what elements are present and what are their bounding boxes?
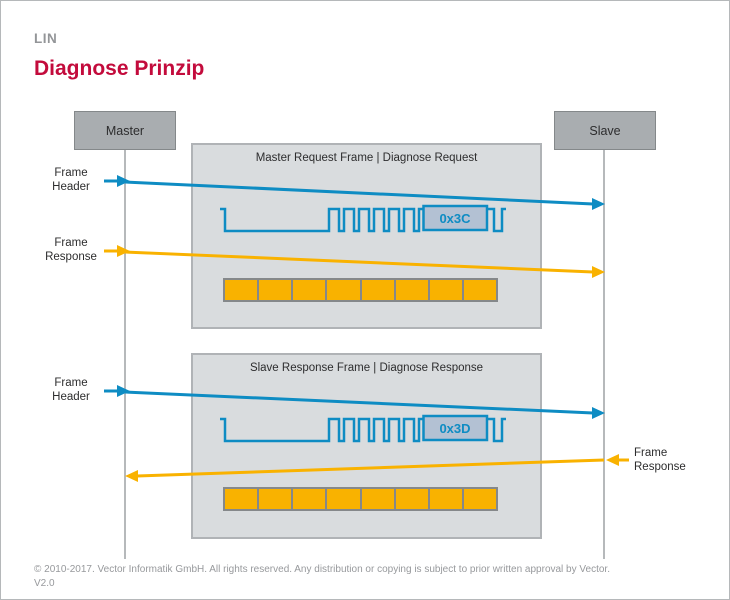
data-byte-cell — [327, 489, 360, 509]
data-byte-cell — [361, 280, 394, 300]
page-title: Diagnose Prinzip — [34, 57, 205, 80]
waveform-trace — [220, 207, 424, 233]
frame-header-label-1: Frame Header — [52, 167, 90, 193]
data-byte-cell — [463, 280, 496, 300]
slave-node: Slave — [554, 111, 656, 150]
data-byte-cell — [429, 280, 462, 300]
master-node-label: Master — [105, 123, 145, 138]
frame-id-box — [422, 204, 489, 232]
frame-id-label: 0x3D — [439, 421, 470, 436]
panel-title-slave-response: Slave Response Frame | Diagnose Response — [249, 362, 484, 374]
data-bytes-bar-response — [223, 487, 498, 511]
data-byte-cell — [259, 489, 292, 509]
panel-title-master-request: Master Request Frame | Diagnose Request — [255, 152, 478, 164]
data-byte-cell — [463, 489, 496, 509]
lin-waveform-request: 0x3C — [220, 204, 506, 233]
master-lifeline — [124, 150, 126, 559]
data-byte-cell — [395, 489, 428, 509]
data-byte-cell — [259, 280, 292, 300]
data-byte-cell — [225, 280, 258, 300]
frame-id-box — [422, 414, 489, 442]
frame-response-label-2: Frame Response — [634, 447, 686, 473]
frame-id-label: 0x3C — [439, 211, 471, 226]
slave-node-label: Slave — [589, 123, 621, 138]
slide-kicker: LIN — [34, 31, 58, 46]
data-byte-cell — [429, 489, 462, 509]
slave-lifeline — [603, 150, 605, 559]
waveform-trace-tail — [488, 207, 506, 233]
lin-waveform-response: 0x3D — [220, 414, 506, 443]
data-byte-cell — [293, 489, 326, 509]
copyright-line: © 2010-2017. Vector Informatik GmbH. All… — [34, 564, 610, 575]
data-byte-cell — [395, 280, 428, 300]
waveform-trace — [220, 417, 424, 443]
data-byte-cell — [361, 489, 394, 509]
data-byte-cell — [293, 280, 326, 300]
frame-response-label-1: Frame Response — [45, 237, 97, 263]
version-label: V2.0 — [34, 578, 55, 589]
waveform-trace-tail — [488, 417, 506, 443]
copyright-footer: © 2010-2017. Vector Informatik GmbH. All… — [34, 563, 704, 591]
frame-header-label-2: Frame Header — [52, 377, 90, 403]
data-bytes-bar-request — [223, 278, 498, 302]
master-node: Master — [74, 111, 176, 150]
data-byte-cell — [327, 280, 360, 300]
data-byte-cell — [225, 489, 258, 509]
